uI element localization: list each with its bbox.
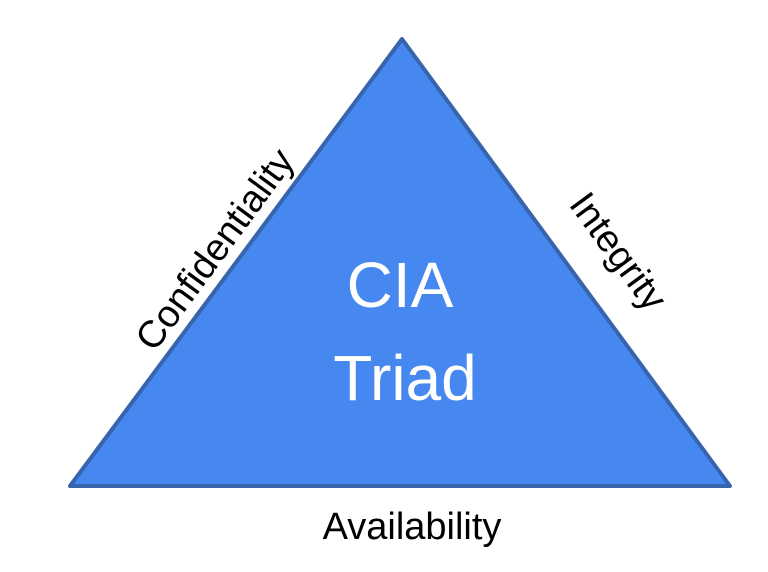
side-label-bottom: Availability (323, 506, 502, 548)
triad-triangle (68, 37, 732, 488)
center-title-line-2: Triad (333, 342, 476, 414)
center-title-line-1: CIA (347, 249, 454, 321)
